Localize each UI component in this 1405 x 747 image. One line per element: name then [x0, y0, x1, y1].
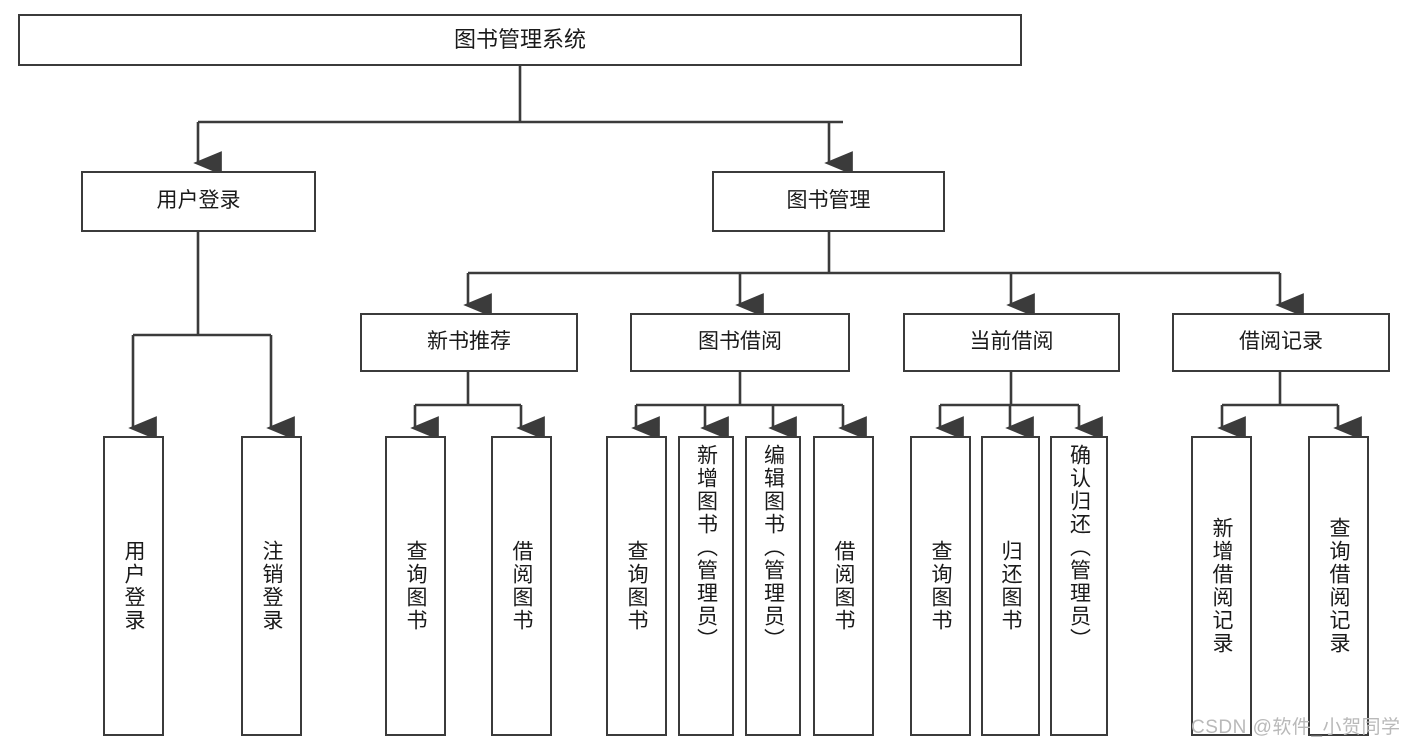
node-root[interactable]: 图书管理系统	[18, 14, 1022, 66]
node-label: 新增借阅记录	[1210, 517, 1233, 655]
node-label: 用户登录	[122, 540, 145, 632]
node-label: 查询借阅记录	[1327, 517, 1350, 655]
node-label: 新增图书（管理员）	[694, 444, 718, 651]
node-label: 图书管理系统	[453, 27, 586, 53]
leaf-borrow-book[interactable]: 借阅图书	[813, 436, 874, 736]
leaf-edit-book-admin[interactable]: 编辑图书（管理员）	[745, 436, 801, 736]
leaf-return-book[interactable]: 归还图书	[981, 436, 1040, 736]
leaf-logout[interactable]: 注销登录	[241, 436, 302, 736]
leaf-add-borrow-record[interactable]: 新增借阅记录	[1191, 436, 1252, 736]
node-label: 查询图书	[929, 540, 952, 632]
leaf-confirm-return-admin[interactable]: 确认归还（管理员）	[1050, 436, 1108, 736]
node-label: 编辑图书（管理员）	[761, 444, 785, 651]
node-label: 注销登录	[260, 540, 283, 632]
node-borrow-record[interactable]: 借阅记录	[1172, 313, 1390, 372]
node-new-book-recommend[interactable]: 新书推荐	[360, 313, 578, 372]
node-label: 图书管理	[786, 189, 871, 213]
leaf-query-book-recommend[interactable]: 查询图书	[385, 436, 446, 736]
leaf-add-book-admin[interactable]: 新增图书（管理员）	[678, 436, 734, 736]
node-book-management[interactable]: 图书管理	[712, 171, 945, 232]
node-label: 当前借阅	[969, 330, 1054, 354]
node-label: 借阅图书	[510, 540, 533, 632]
leaf-query-borrow-record[interactable]: 查询借阅记录	[1308, 436, 1369, 736]
node-label: 查询图书	[625, 540, 648, 632]
node-label: 查询图书	[404, 540, 427, 632]
node-current-borrow[interactable]: 当前借阅	[903, 313, 1120, 372]
node-label: 新书推荐	[427, 330, 511, 354]
node-user-login[interactable]: 用户登录	[81, 171, 316, 232]
leaf-query-book-borrow[interactable]: 查询图书	[606, 436, 667, 736]
leaf-user-login[interactable]: 用户登录	[103, 436, 164, 736]
node-label: 借阅记录	[1239, 330, 1323, 354]
leaf-borrow-book-recommend[interactable]: 借阅图书	[491, 436, 552, 736]
leaf-query-book-current[interactable]: 查询图书	[910, 436, 971, 736]
node-label: 借阅图书	[832, 540, 855, 632]
watermark: CSDN @软件_小贺同学	[1191, 717, 1401, 738]
node-label: 归还图书	[999, 540, 1022, 632]
node-label: 确认归还（管理员）	[1067, 444, 1091, 651]
node-label: 用户登录	[156, 189, 241, 213]
node-book-borrow[interactable]: 图书借阅	[630, 313, 850, 372]
node-label: 图书借阅	[698, 330, 782, 354]
